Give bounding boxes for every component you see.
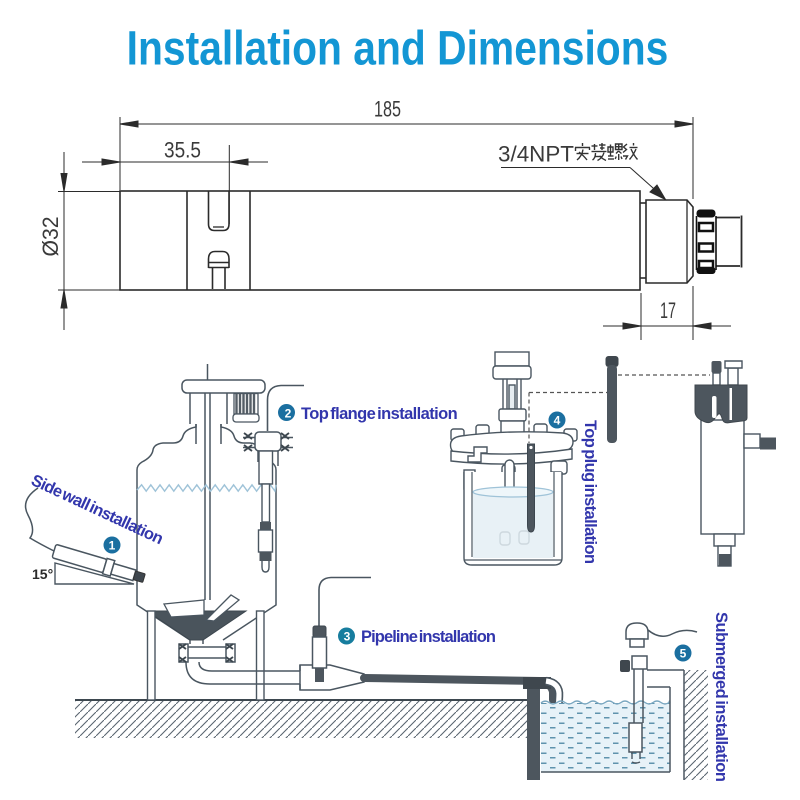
svg-text:4: 4	[554, 414, 561, 428]
svg-text:Installation and Dimensions: Installation and Dimensions	[127, 22, 669, 75]
svg-text:35.5: 35.5	[164, 138, 201, 163]
svg-text:185: 185	[374, 97, 401, 122]
svg-text:Top plug installation: Top plug installation	[581, 420, 599, 564]
svg-text:Ø32: Ø32	[38, 217, 63, 257]
svg-text:Top flange installation: Top flange installation	[301, 405, 458, 423]
svg-text:17: 17	[660, 298, 676, 323]
svg-text:15°: 15°	[32, 566, 53, 582]
svg-text:Pipeline installation: Pipeline installation	[361, 628, 496, 646]
svg-text:1: 1	[109, 539, 116, 553]
svg-text:3/4NPT: 3/4NPT	[498, 142, 574, 167]
svg-text:3: 3	[344, 630, 351, 644]
svg-text:2: 2	[285, 407, 292, 421]
svg-text:Submerged installation: Submerged installation	[712, 612, 730, 782]
svg-text:5: 5	[680, 647, 687, 661]
